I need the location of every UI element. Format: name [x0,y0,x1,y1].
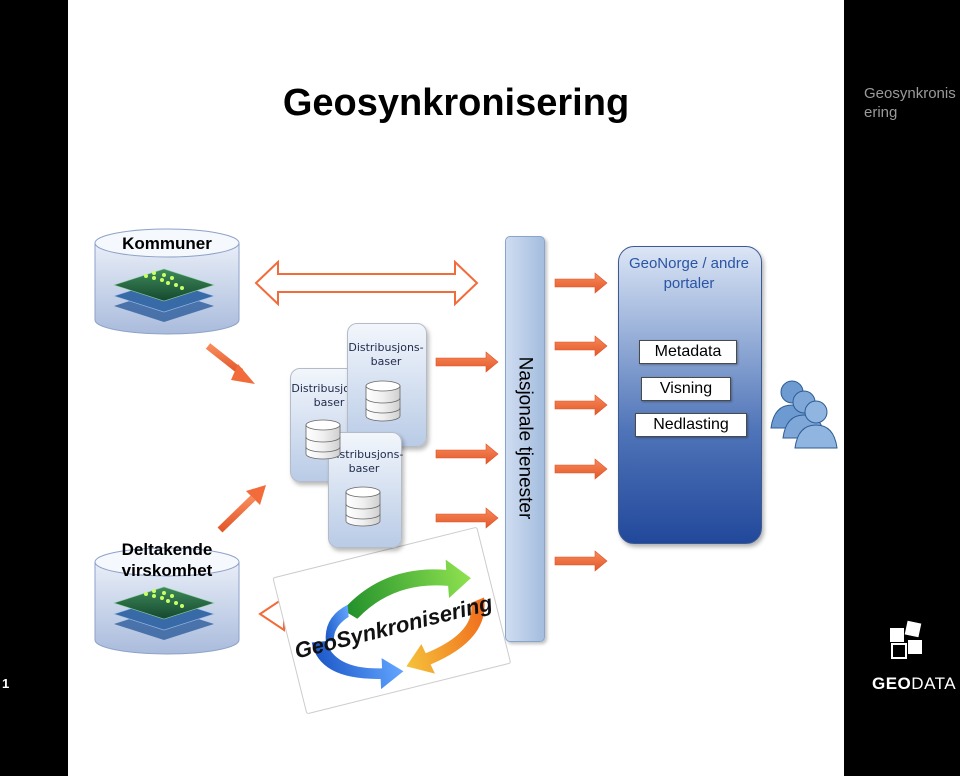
arrow-right-icon [554,272,608,294]
kommuner-database-icon [94,228,240,335]
national-services-label-wrap: Nasjonale tjenester [505,236,543,640]
arrow-right-icon [435,351,499,373]
slide-canvas: Geosynkronisering [68,0,844,776]
diagonal-arrow-down-icon [205,343,255,384]
diagram-graphics: GeoSynkronisering [94,228,838,714]
national-services-label: Nasjonale tjenester [514,356,535,520]
arrow-right-icon [554,458,608,480]
arrow-right-icon [554,394,608,416]
distribution-label-top: Distribusjons- baser [348,341,424,368]
kommuner-label: Kommuner [122,234,212,253]
deltakende-database-icon [94,547,240,655]
diagonal-arrow-up-icon [217,485,266,533]
distribution-label-front: Distribusjons- baser [328,448,404,475]
nedlasting-button[interactable]: Nedlasting [635,413,747,437]
visning-button[interactable]: Visning [641,377,731,401]
users-group-icon [770,380,838,449]
portal-title: GeoNorge / andre portaler [628,255,750,292]
arrow-right-icon [554,550,608,572]
geodata-logo-text: GEODATA [872,674,957,693]
page-title: Geosynkronisering [282,82,630,124]
geosynkronisering-logo: GeoSynkronisering [272,527,511,714]
page-number: 1 [2,676,10,691]
metadata-button[interactable]: Metadata [639,340,737,364]
arrow-right-icon [554,335,608,357]
side-title: Geosynkronisering [864,85,956,121]
arrow-right-icon [435,443,499,465]
deltakende-label: Deltakende virskomhet [121,540,213,580]
bidirectional-arrow-icon [254,259,479,307]
national-services-bar [505,236,545,642]
geodata-logo-mark-icon [890,620,922,659]
arrow-right-icon [435,507,499,529]
